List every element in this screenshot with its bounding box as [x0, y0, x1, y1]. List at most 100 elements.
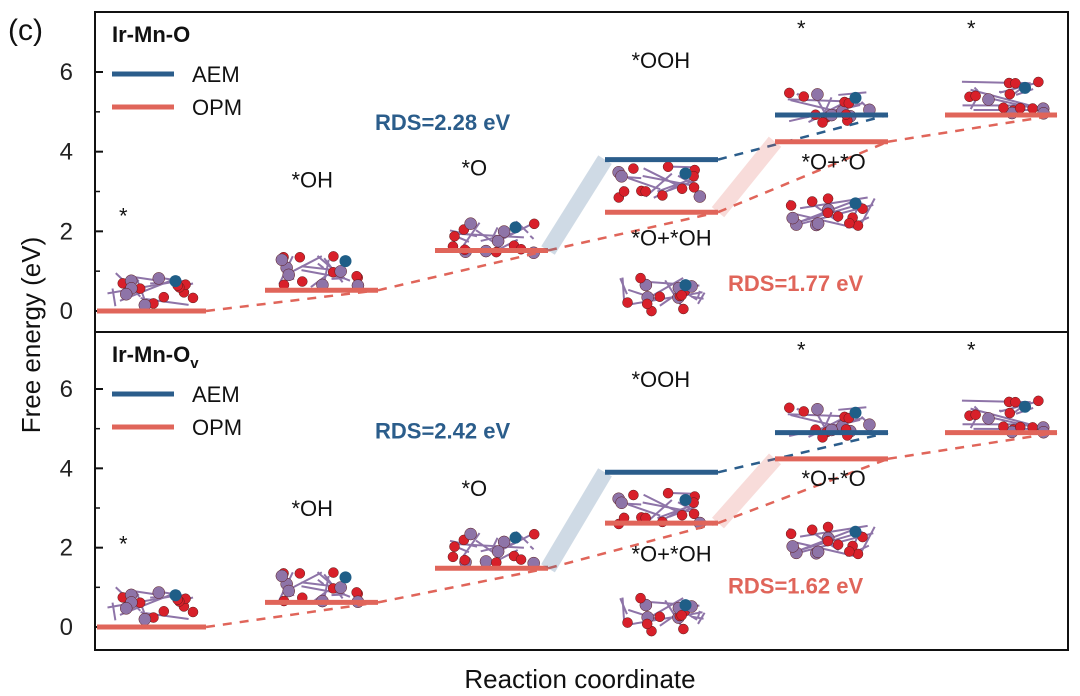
- metal-atom: [282, 268, 295, 282]
- state-label: *: [119, 203, 128, 228]
- metal-atom: [334, 265, 347, 278]
- oxygen-atom: [785, 528, 797, 540]
- bond: [301, 265, 330, 271]
- metal-atom: [479, 555, 493, 568]
- oxygen-atom: [628, 163, 639, 174]
- oxygen-atom: [528, 218, 540, 230]
- metal-atom: [138, 613, 152, 626]
- molecule-structure: [785, 521, 876, 560]
- connector-opm: [887, 113, 1058, 143]
- bond: [627, 503, 661, 517]
- series-opm: [97, 112, 1058, 314]
- oxygen-atom: [822, 521, 834, 533]
- state-label: *OH: [292, 496, 334, 521]
- oxygen-atom: [798, 91, 809, 102]
- oxygen-atom: [822, 207, 834, 219]
- oxygen-atom: [640, 186, 651, 197]
- iridium-atom: [509, 531, 522, 544]
- rds-annotation-aem: RDS=2.28 eV: [375, 110, 510, 135]
- molecule-structure: [784, 402, 876, 443]
- bond: [462, 532, 481, 557]
- legend-label-opm: OPM: [192, 415, 242, 440]
- oxygen-atom: [187, 606, 199, 618]
- oxygen-atom: [328, 567, 339, 578]
- oxygen-atom: [662, 161, 674, 172]
- state-label: *: [797, 337, 806, 362]
- bond: [331, 593, 344, 597]
- oxygen-atom: [822, 535, 834, 547]
- oxygen-atom: [635, 272, 646, 284]
- oxygen-atom: [1033, 395, 1044, 407]
- iridium-atom: [169, 589, 182, 602]
- panel-frame: [94, 331, 1069, 651]
- iridium-atom: [509, 221, 522, 234]
- molecule-structure: [447, 527, 540, 570]
- metal-atom: [786, 540, 799, 553]
- bond: [860, 198, 876, 224]
- bond: [992, 97, 1034, 110]
- metal-atom: [152, 586, 166, 599]
- iridium-atom: [1019, 400, 1031, 413]
- oxygen-atom: [158, 291, 170, 303]
- y-tick-label: 6: [60, 376, 73, 403]
- state-label: *O+*O: [802, 150, 866, 175]
- oxygen-atom: [641, 618, 653, 630]
- molecule-structure: [785, 193, 876, 232]
- oxygen-atom: [515, 554, 527, 565]
- connector-opm: [887, 431, 1058, 461]
- state-label: *OOH: [632, 48, 691, 73]
- state-label: *O: [462, 156, 488, 181]
- state-label: *OH: [292, 168, 334, 193]
- oxygen-atom: [970, 409, 981, 421]
- panel-title: Ir-Mn-Ov: [112, 342, 199, 372]
- state-label: *O: [462, 476, 488, 501]
- y-tick-label: 0: [60, 298, 73, 325]
- oxygen-atom: [449, 231, 460, 242]
- iridium-atom: [849, 197, 862, 210]
- oxygen-atom: [654, 291, 666, 302]
- oxygen-atom: [785, 200, 797, 211]
- metal-atom: [152, 272, 166, 285]
- oxygen-atom: [998, 102, 1009, 114]
- connector-opm: [717, 140, 889, 214]
- y-tick-label: 4: [60, 139, 73, 166]
- oxygen-atom: [1004, 88, 1016, 100]
- bond: [462, 222, 481, 246]
- legend-label-opm: OPM: [192, 95, 242, 120]
- rds-annotation-opm: RDS=1.77 eV: [728, 271, 863, 296]
- oxygen-atom: [678, 623, 689, 635]
- state-label: *: [967, 337, 976, 362]
- panel-frame: [94, 11, 1069, 333]
- state-label: *O+*OH: [632, 542, 712, 567]
- oxygen-atom: [158, 606, 170, 617]
- metal-atom: [863, 418, 876, 431]
- metal-atom: [275, 253, 289, 267]
- oxygen-atom: [676, 183, 688, 195]
- iridium-atom: [1019, 81, 1031, 94]
- iridium-atom: [849, 525, 862, 538]
- y-tick-label: 2: [60, 218, 73, 245]
- oxygen-atom: [1010, 78, 1021, 89]
- oxygen-atom: [297, 276, 308, 287]
- oxygen-atom: [1014, 102, 1026, 114]
- oxygen-atom: [187, 292, 199, 304]
- iridium-atom: [849, 91, 862, 104]
- metal-atom: [693, 190, 707, 203]
- connector-opm: [205, 289, 379, 313]
- metal-atom: [119, 602, 133, 615]
- oxygen-atom: [447, 551, 459, 563]
- oxygen-atom: [832, 211, 844, 222]
- bond: [301, 581, 330, 587]
- oxygen-atom: [676, 509, 688, 521]
- y-tick-label: 2: [60, 535, 73, 562]
- oxygen-atom: [294, 251, 306, 263]
- metal-atom: [119, 288, 133, 301]
- oxygen-atom: [784, 87, 795, 99]
- metal-atom: [811, 217, 825, 230]
- bond: [796, 407, 800, 411]
- metal-atom: [497, 225, 511, 238]
- oxygen-atom: [1033, 76, 1044, 88]
- bond: [288, 571, 323, 591]
